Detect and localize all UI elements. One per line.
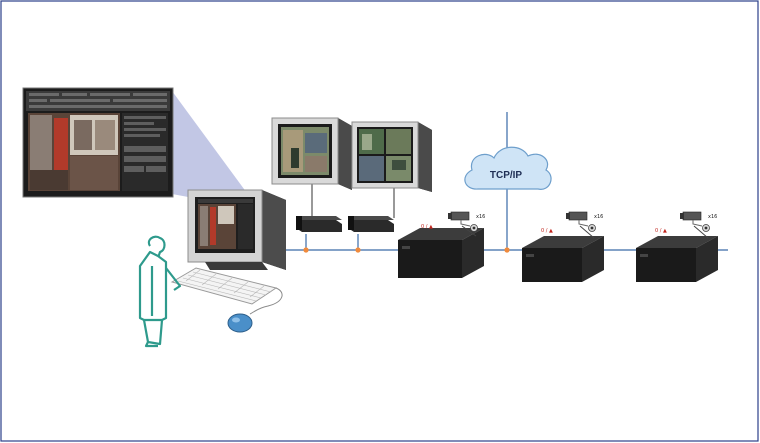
video-wall-monitor-icon	[271, 117, 352, 190]
video-wall-monitor-icon	[351, 121, 432, 192]
mouse-icon	[227, 313, 253, 333]
keyboard-icon	[170, 267, 283, 315]
recorder-led-label: 0 / ▲	[541, 228, 553, 234]
dvr-recorder-icon	[398, 228, 484, 278]
recorder-led-label: 0 / ▲	[421, 224, 433, 230]
software-screenshot-callout	[22, 87, 174, 198]
recorder-led-label: 0 / ▲	[655, 228, 667, 234]
decoder-box-icon	[296, 216, 342, 232]
camera-count-label: x16	[708, 214, 717, 220]
cctv-camera-icon	[448, 211, 478, 237]
camera-count-label: x16	[594, 214, 603, 220]
cctv-camera-icon	[680, 211, 710, 239]
network-cloud-icon: TCP/IP	[464, 146, 552, 190]
workstation-crt-icon	[187, 189, 286, 270]
cloud-label: TCP/IP	[490, 170, 523, 181]
decoder-box-icon	[348, 216, 394, 232]
operator-figure-icon	[138, 235, 182, 348]
bus-junctions	[303, 247, 510, 253]
zoom-callout-wedge	[172, 91, 255, 204]
cctv-camera-icon	[566, 211, 596, 239]
camera-count-label: x16	[476, 214, 485, 220]
dvr-recorder-icon	[636, 236, 718, 282]
dvr-recorder-icon	[522, 236, 604, 282]
